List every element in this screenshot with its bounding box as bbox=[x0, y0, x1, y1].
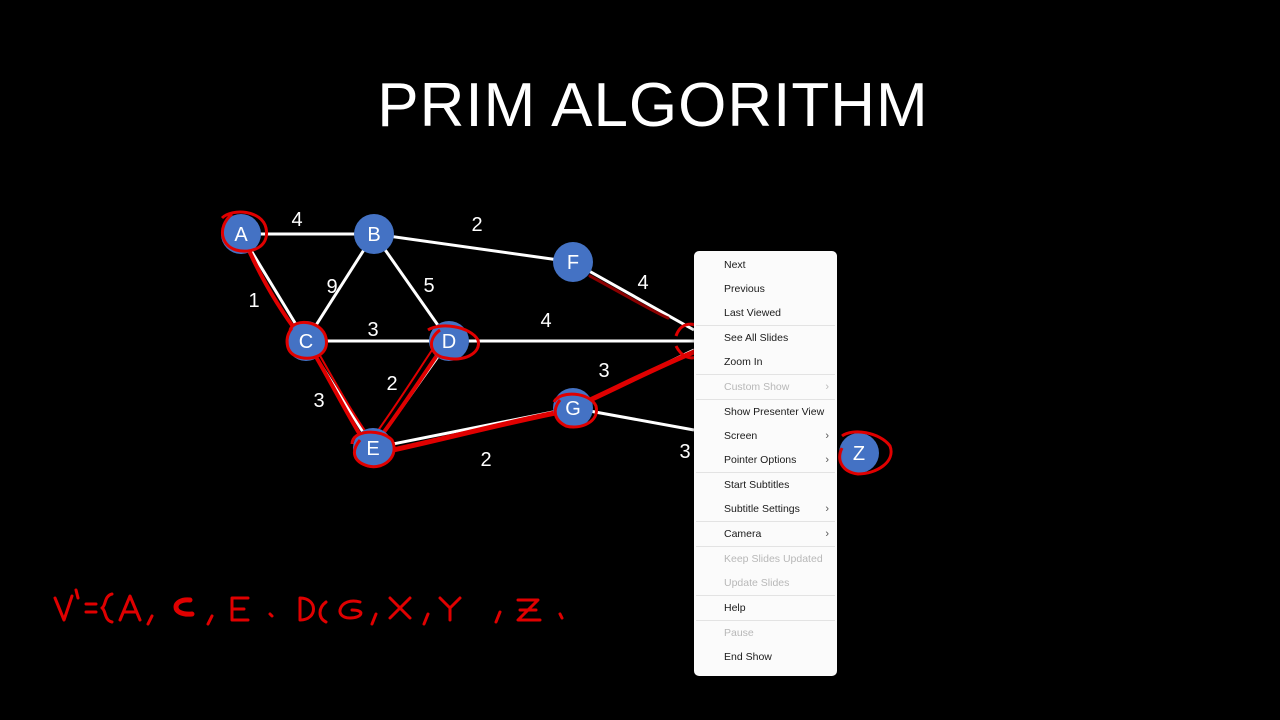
menu-item-label: Last Viewed bbox=[724, 307, 782, 319]
menu-item-label: Show Presenter View bbox=[724, 406, 825, 418]
menu-item-label: Camera bbox=[724, 528, 762, 540]
node-f: F bbox=[553, 242, 593, 282]
svg-text:C: C bbox=[299, 331, 313, 353]
node-z: Z bbox=[839, 433, 879, 473]
menu-separator bbox=[696, 595, 835, 596]
edge-f-x bbox=[572, 260, 695, 332]
menu-item-label: Start Subtitles bbox=[724, 479, 790, 491]
handwritten-vertex-set bbox=[53, 588, 564, 626]
menu-item-label: Pointer Options bbox=[724, 454, 797, 466]
menu-item-start-subtitles[interactable]: Start Subtitles bbox=[694, 473, 837, 497]
chevron-right-icon: › bbox=[825, 454, 829, 466]
menu-item-see-all-slides[interactable]: See All Slides bbox=[694, 326, 837, 350]
menu-item-label: Subtitle Settings bbox=[724, 503, 800, 515]
weight-d-e: 2 bbox=[386, 373, 397, 395]
weight-a-b: 4 bbox=[291, 209, 302, 231]
weight-b-f: 2 bbox=[471, 214, 482, 236]
menu-item-custom-show: Custom Show › bbox=[694, 375, 837, 399]
node-b: B bbox=[354, 214, 394, 254]
svg-text:A: A bbox=[234, 224, 248, 246]
chevron-right-icon: › bbox=[825, 528, 829, 540]
menu-separator bbox=[696, 472, 835, 473]
menu-separator bbox=[696, 399, 835, 400]
svg-text:E: E bbox=[366, 438, 379, 460]
menu-item-camera[interactable]: Camera › bbox=[694, 522, 837, 546]
menu-item-label: Help bbox=[724, 602, 746, 614]
menu-item-label: Zoom In bbox=[724, 356, 763, 368]
weight-e-g: 2 bbox=[480, 449, 491, 471]
menu-item-screen[interactable]: Screen › bbox=[694, 424, 837, 448]
menu-item-end-show[interactable]: End Show bbox=[694, 645, 837, 669]
menu-item-label: Next bbox=[724, 259, 746, 271]
svg-text:F: F bbox=[567, 252, 579, 274]
chevron-right-icon: › bbox=[825, 381, 829, 393]
menu-item-pause: Pause bbox=[694, 621, 837, 645]
edge-b-c bbox=[304, 233, 376, 342]
svg-text:Z: Z bbox=[853, 443, 865, 465]
menu-separator bbox=[696, 620, 835, 621]
menu-item-help[interactable]: Help bbox=[694, 596, 837, 620]
menu-separator bbox=[696, 521, 835, 522]
node-g: G bbox=[553, 388, 593, 428]
weight-a-c: 1 bbox=[248, 290, 259, 312]
menu-item-pointer-options[interactable]: Pointer Options › bbox=[694, 448, 837, 472]
edge-b-f bbox=[373, 232, 574, 264]
menu-separator bbox=[696, 374, 835, 375]
menu-item-label: End Show bbox=[724, 651, 772, 663]
weight-g-y: 3 bbox=[679, 441, 690, 463]
menu-item-label: Screen bbox=[724, 430, 758, 442]
menu-item-next[interactable]: Next bbox=[694, 253, 837, 277]
edge-g-y bbox=[572, 406, 695, 432]
menu-item-update-slides: Update Slides bbox=[694, 571, 837, 595]
svg-text:B: B bbox=[367, 224, 380, 246]
node-c: C bbox=[286, 321, 326, 361]
slideshow-context-menu: Next Previous Last Viewed See All Slides… bbox=[694, 251, 837, 676]
weight-c-d: 3 bbox=[367, 319, 378, 341]
menu-item-last-viewed[interactable]: Last Viewed bbox=[694, 301, 837, 325]
menu-item-label: Previous bbox=[724, 283, 765, 295]
menu-item-label: Update Slides bbox=[724, 577, 790, 589]
menu-item-show-presenter-view[interactable]: Show Presenter View bbox=[694, 400, 837, 424]
chevron-right-icon: › bbox=[825, 430, 829, 442]
menu-separator bbox=[696, 325, 835, 326]
menu-item-keep-slides-updated: Keep Slides Updated bbox=[694, 547, 837, 571]
menu-item-label: Custom Show bbox=[724, 381, 790, 393]
svg-text:D: D bbox=[442, 331, 456, 353]
weight-b-c: 9 bbox=[326, 276, 337, 298]
weight-c-e: 3 bbox=[313, 390, 324, 412]
edge-weights: 4 1 9 5 2 3 3 2 4 2 4 3 3 bbox=[248, 209, 690, 471]
slide-title: PRIM ALGORITHM bbox=[377, 71, 929, 140]
menu-item-subtitle-settings[interactable]: Subtitle Settings › bbox=[694, 497, 837, 521]
menu-item-zoom-in[interactable]: Zoom In bbox=[694, 350, 837, 374]
svg-text:G: G bbox=[565, 398, 581, 420]
chevron-right-icon: › bbox=[825, 503, 829, 515]
menu-item-label: See All Slides bbox=[724, 332, 789, 344]
edge-b-d bbox=[372, 233, 451, 342]
node-e: E bbox=[353, 428, 393, 468]
menu-item-label: Pause bbox=[724, 627, 754, 639]
weight-f-x: 4 bbox=[637, 272, 648, 294]
weight-b-d: 5 bbox=[423, 275, 434, 297]
highlight-strokes bbox=[244, 242, 697, 455]
menu-separator bbox=[696, 546, 835, 547]
node-a: A bbox=[221, 214, 261, 254]
menu-item-label: Keep Slides Updated bbox=[724, 553, 823, 565]
weight-g-x: 3 bbox=[598, 360, 609, 382]
menu-item-previous[interactable]: Previous bbox=[694, 277, 837, 301]
weight-d-x: 4 bbox=[540, 310, 551, 332]
